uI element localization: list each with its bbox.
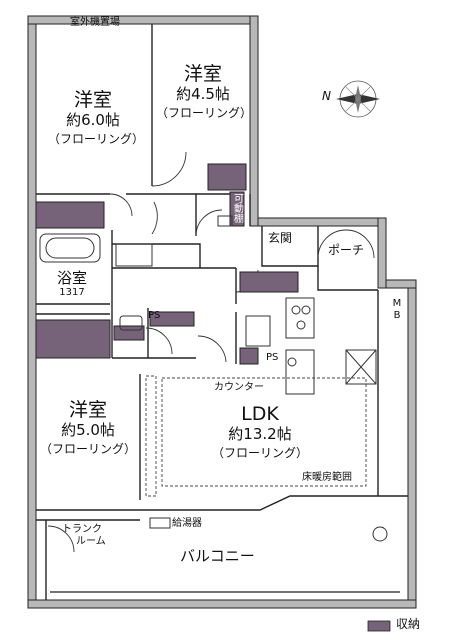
legend-swatch <box>367 620 391 632</box>
trunk-room-line1: トランク <box>62 524 102 535</box>
outdoor-unit-label: 室外機置場 <box>70 17 120 28</box>
bedroom-3-floor: （フローリング） <box>40 442 137 457</box>
ldk-size: 約13.2帖 <box>228 424 292 443</box>
bedroom-3-size: 約5.0帖 <box>61 420 115 439</box>
mb-text: MB <box>392 298 402 321</box>
porch-label: ポーチ <box>328 243 365 257</box>
ps-label-1: PS <box>148 310 161 321</box>
bedroom-2: 洋室 約4.5帖 （フローリング） <box>156 63 253 121</box>
bedroom-1-size: 約6.0帖 <box>66 110 120 129</box>
ps-label-2: PS <box>266 352 279 363</box>
bathroom-name: 浴室 <box>56 269 87 287</box>
ldk: LDK 約13.2帖 （フローリング） <box>200 403 320 461</box>
bathroom: 浴室 1317 <box>44 269 100 299</box>
ldk-name: LDK <box>241 403 279 425</box>
bedroom-2-floor: （フローリング） <box>156 106 253 121</box>
bedroom-2-size: 約4.5帖 <box>176 84 230 103</box>
mb-label: MB <box>390 298 404 321</box>
bathroom-size: 1317 <box>59 287 85 299</box>
bedroom-2-name: 洋室 <box>183 63 222 85</box>
bedroom-1: 洋室 約6.0帖 （フローリング） <box>48 89 145 147</box>
bedroom-1-name: 洋室 <box>73 89 112 111</box>
bedroom-3: 洋室 約5.0帖 （フローリング） <box>40 399 137 457</box>
storage-blocks <box>35 163 299 365</box>
trunk-room: トランク ルーム <box>62 524 106 547</box>
outer-walls <box>27 15 417 609</box>
fixtures <box>39 215 388 542</box>
legend-label: 収納 <box>396 617 421 631</box>
floor-heating-label: 床暖房範囲 <box>302 472 352 483</box>
ldk-floor: （フローリング） <box>211 446 308 461</box>
bedroom-3-name: 洋室 <box>68 399 107 421</box>
water-heater-label: 給湯器 <box>172 518 202 529</box>
movable-storage-label: 可動棚 <box>231 193 243 223</box>
compass-letter: N <box>322 89 331 103</box>
balcony-label: バルコニー <box>180 547 255 565</box>
trunk-room-line2: ルーム <box>76 535 106 547</box>
dashed-areas <box>145 375 367 497</box>
counter-label: カウンター <box>214 382 264 393</box>
bedroom-1-floor: （フローリング） <box>48 132 145 147</box>
interior-walls <box>36 24 408 600</box>
compass-icon <box>336 80 380 118</box>
entrance-label: 玄関 <box>268 231 293 245</box>
